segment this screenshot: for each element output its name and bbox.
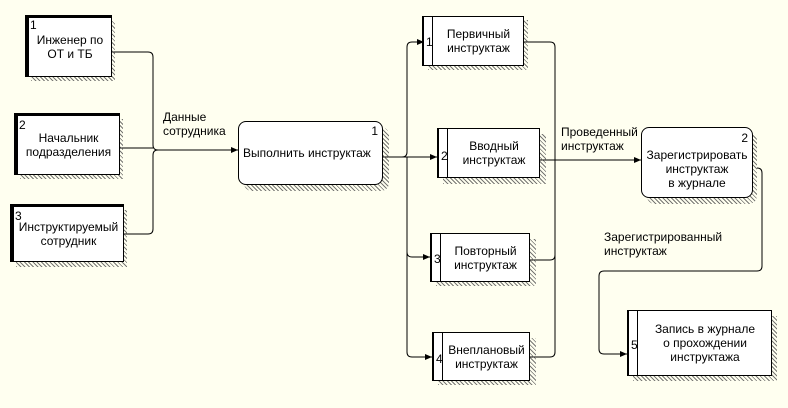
- process-register-briefing: 2 Зарегистрировать инструктаж в журнале: [641, 127, 753, 198]
- entity-department-head: 2 Начальник подразделения: [14, 113, 120, 175]
- store-number: 1: [426, 35, 433, 49]
- flow-from-store-4: [530, 255, 556, 358]
- entity-number: 3: [15, 209, 22, 223]
- process-number: 2: [741, 131, 748, 145]
- flow-from-store-1: [524, 41, 556, 160]
- entity-label: Инженер по ОТ и ТБ: [36, 33, 104, 61]
- store-primary-briefing: 1 Первичный инструктаж: [422, 16, 524, 66]
- store-number: 5: [631, 338, 638, 352]
- store-label: Вводный инструктаж: [462, 139, 526, 167]
- entity-number: 1: [30, 18, 37, 32]
- flow-label-employee-data: Данные сотрудника: [163, 110, 226, 138]
- store-label: Первичный инструктаж: [446, 27, 511, 55]
- process-label: Зарегистрировать инструктаж в журнале: [646, 147, 748, 190]
- entity-label: Инструктируемый сотрудник: [18, 220, 119, 248]
- flow-entity-1: [112, 51, 159, 151]
- process-number: 1: [371, 124, 378, 138]
- store-number: 2: [441, 149, 448, 163]
- store-label: Внеплановый инструктаж: [448, 342, 525, 371]
- flow-entity-3: [124, 149, 159, 235]
- store-journal-record: 5 Запись в журнале о прохождении инструк…: [627, 310, 772, 376]
- store-label: Запись в журнале о прохождении инструкта…: [654, 322, 756, 364]
- entity-number: 2: [19, 118, 26, 132]
- store-repeated-briefing: 3 Повторный инструктаж: [430, 233, 530, 282]
- entity-trainee: 3 Инструктируемый сотрудник: [10, 204, 124, 262]
- store-unscheduled-briefing: 4 Внеплановый инструктаж: [432, 332, 530, 381]
- flow-label-registered: Зарегистрированный инструктаж: [604, 230, 723, 258]
- store-label: Повторный инструктаж: [454, 243, 517, 272]
- process-conduct-briefing: 1 Выполнить инструктаж: [238, 121, 383, 185]
- entity-label: Начальник подразделения: [25, 131, 112, 159]
- process-label: Выполнить инструктаж: [243, 146, 371, 160]
- store-introductory-briefing: 2 Вводный инструктаж: [437, 128, 540, 178]
- flow-to-store-4: [406, 252, 432, 360]
- flow-to-store-3: [406, 157, 430, 260]
- store-number: 3: [434, 252, 441, 266]
- store-number: 4: [436, 352, 443, 366]
- flow-registered: [598, 167, 763, 357]
- entity-engineer: 1 Инженер по ОТ и ТБ: [25, 15, 112, 77]
- flow-label-conducted: Проведенный инструктаж: [561, 125, 638, 153]
